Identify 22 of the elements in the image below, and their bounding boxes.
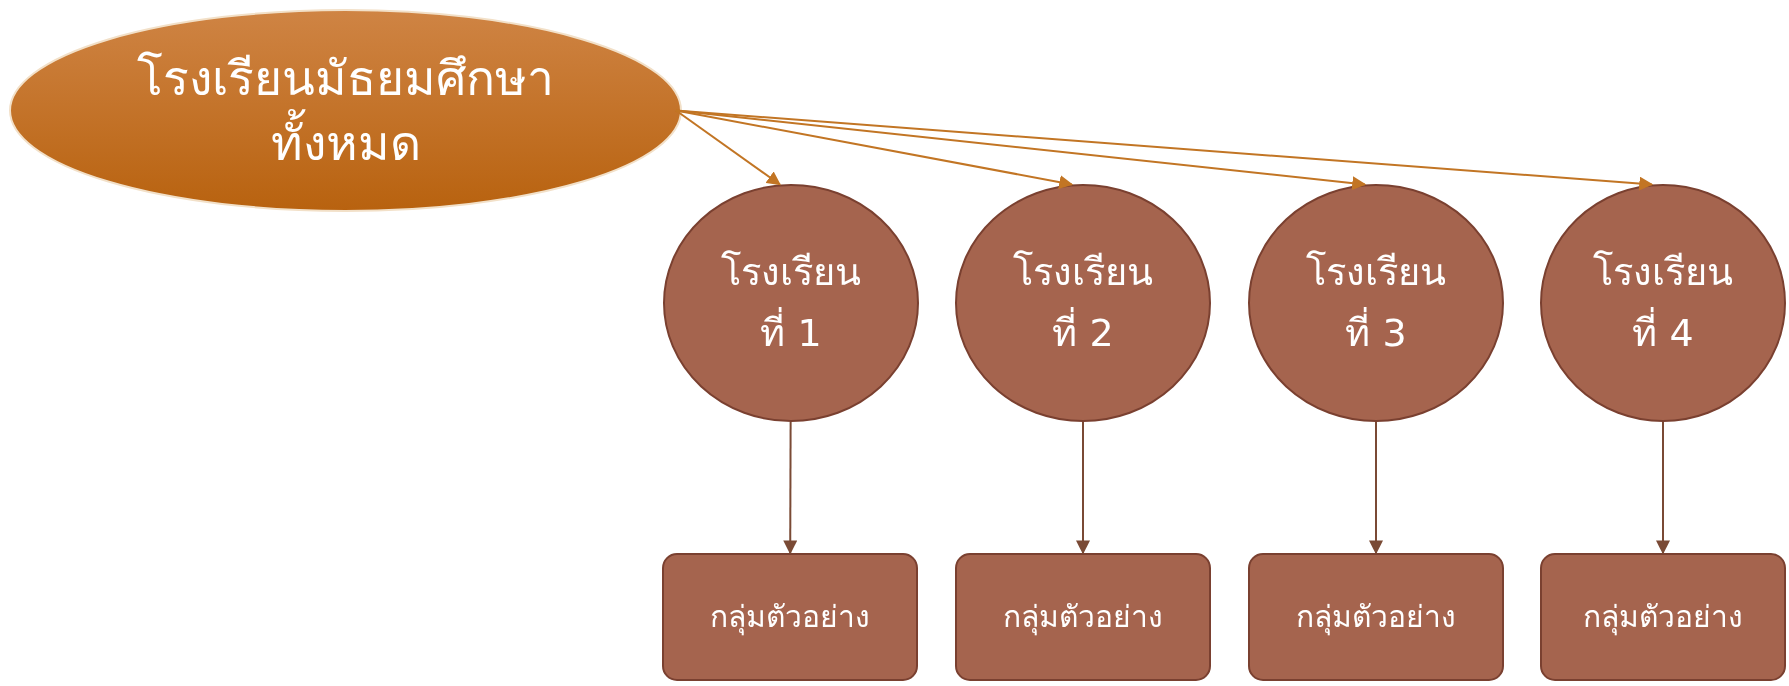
node-label: โรงเรียน ที่ 4 bbox=[1592, 249, 1734, 357]
arrow bbox=[1656, 421, 1670, 555]
circle-node bbox=[1540, 184, 1786, 422]
node-label: โรงเรียนมัธยมศึกษา ทั้งหมด bbox=[136, 48, 555, 173]
circle-node bbox=[955, 184, 1211, 422]
node-label: โรงเรียน ที่ 2 bbox=[1012, 249, 1154, 357]
node-label: กลุ่มตัวอย่าง bbox=[710, 598, 870, 636]
arrow bbox=[1369, 421, 1383, 555]
rounded-box bbox=[662, 553, 918, 681]
node-label: กลุ่มตัวอย่าง bbox=[1296, 598, 1456, 636]
rounded-box bbox=[1248, 553, 1504, 681]
node-label: กลุ่มตัวอย่าง bbox=[1003, 598, 1163, 636]
arrow bbox=[1076, 421, 1090, 555]
arrow bbox=[783, 421, 798, 555]
rounded-box bbox=[955, 553, 1211, 681]
ellipse-node bbox=[9, 9, 682, 212]
circle-node bbox=[663, 184, 919, 422]
rounded-box bbox=[1540, 553, 1786, 681]
node-label: กลุ่มตัวอย่าง bbox=[1583, 598, 1743, 636]
circle-node bbox=[1248, 184, 1504, 422]
node-label: โรงเรียน ที่ 3 bbox=[1305, 249, 1447, 357]
node-label: โรงเรียน ที่ 1 bbox=[720, 249, 862, 357]
